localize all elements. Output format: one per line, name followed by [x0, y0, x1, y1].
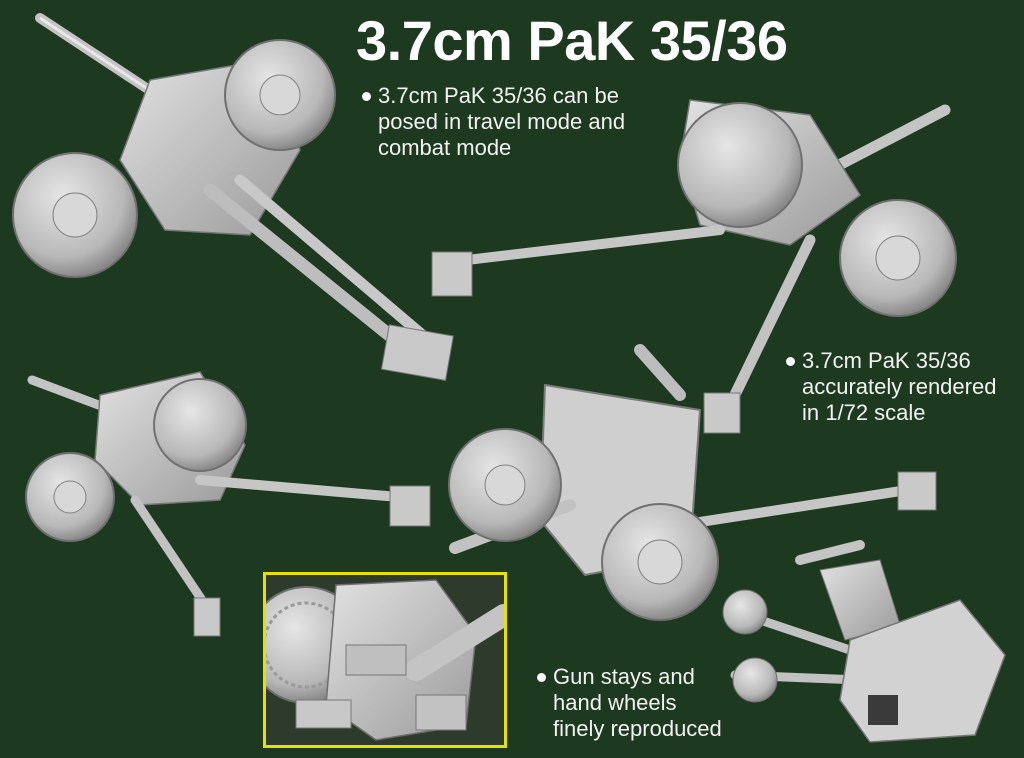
- gun-combat-mode-top-right: [431, 99, 957, 434]
- gun-travel-mode-top-left: [12, 13, 454, 381]
- closeup-render: [266, 575, 504, 745]
- detail-closeup-inset: [263, 572, 507, 748]
- bullet-line: Gun stays and: [553, 664, 695, 689]
- bullet-line: finely reproduced: [553, 716, 722, 741]
- product-title: 3.7cm PaK 35/36: [356, 9, 788, 72]
- bullet-line: hand wheels: [553, 690, 677, 715]
- gun-combat-mode-middle-left: [25, 371, 431, 637]
- feature-bullet-details: Gun stays and hand wheels finely reprodu…: [537, 664, 722, 742]
- bullet-line: combat mode: [378, 135, 512, 160]
- bullet-dot-icon: [786, 357, 795, 366]
- feature-bullet-scale: 3.7cm PaK 35/36 accurately rendered in 1…: [786, 348, 997, 426]
- feature-bullet-modes: 3.7cm PaK 35/36 can be posed in travel m…: [362, 83, 626, 161]
- bullet-line: in 1/72 scale: [802, 400, 926, 425]
- gun-parts-breakdown: [722, 540, 1006, 743]
- gun-shield-front-center: [448, 344, 937, 621]
- bullet-dot-icon: [362, 92, 371, 101]
- bullet-dot-icon: [537, 673, 546, 682]
- bullet-line: posed in travel mode and: [378, 109, 626, 134]
- bullet-line: 3.7cm PaK 35/36 can be: [378, 83, 619, 108]
- bullet-line: 3.7cm PaK 35/36: [802, 348, 971, 373]
- bullet-line: accurately rendered: [802, 374, 997, 399]
